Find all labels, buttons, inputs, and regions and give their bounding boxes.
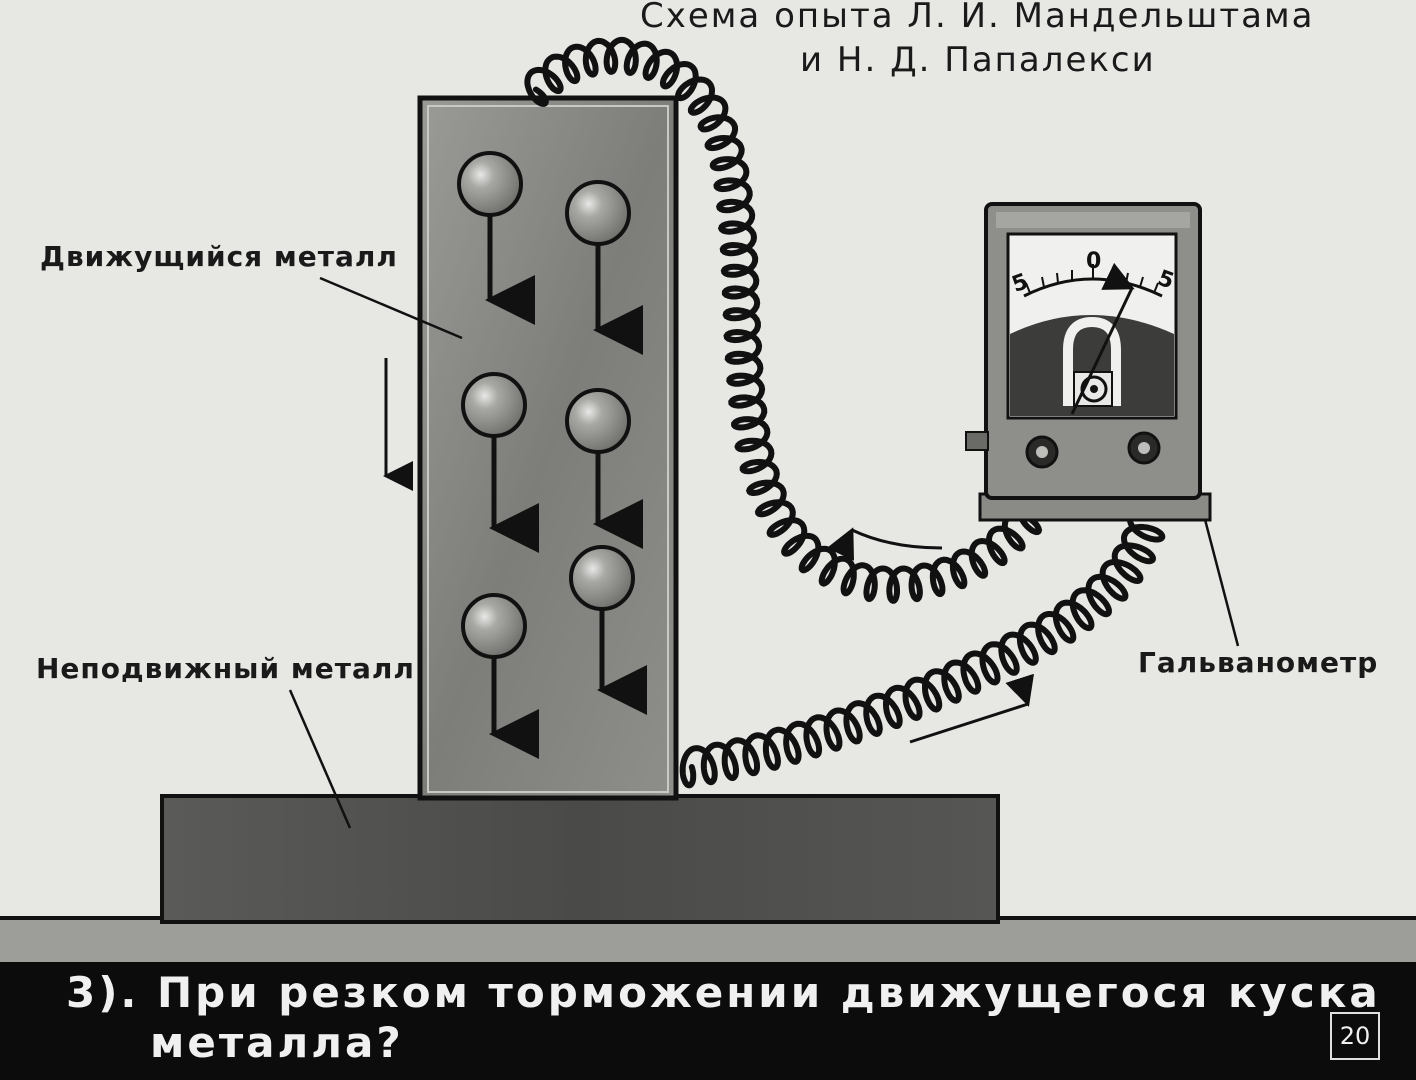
label-galvanometer: Гальванометр bbox=[1138, 646, 1379, 679]
electron-1 bbox=[457, 151, 535, 325]
electron-2 bbox=[565, 180, 643, 355]
caption-line1: 3). При резком торможении движущегося ку… bbox=[66, 968, 1381, 1017]
galvanometer-scale bbox=[1023, 277, 1163, 298]
diagram-title-line2: и Н. Д. Папалекси bbox=[800, 40, 1156, 80]
caption-line2: металла? bbox=[150, 1018, 404, 1067]
electron-6 bbox=[461, 593, 539, 759]
table-surface bbox=[0, 918, 1416, 964]
current-arrow-lower bbox=[909, 673, 1035, 744]
galvanometer-needle bbox=[1070, 262, 1135, 415]
electron-5 bbox=[569, 545, 647, 715]
diagram-title-line1: Схема опыта Л. И. Мандельштама bbox=[640, 0, 1315, 36]
coiled-wire-upper bbox=[524, 36, 1058, 604]
fixed-metal-leader bbox=[288, 689, 352, 829]
fixed-metal-block bbox=[160, 794, 1000, 924]
page-number: 20 bbox=[1330, 1012, 1380, 1060]
coiled-wire-lower bbox=[679, 461, 1173, 789]
label-moving-metal: Движущийся металл bbox=[40, 240, 398, 273]
caption-bar bbox=[0, 962, 1416, 1080]
electron-3 bbox=[461, 372, 539, 553]
galvanometer: 5 0 5 bbox=[965, 202, 1212, 522]
moving-metal-leader bbox=[319, 276, 463, 340]
label-fixed-metal: Неподвижный металл bbox=[36, 652, 415, 685]
scale-zero-value: 0 bbox=[1086, 249, 1101, 274]
electron-4 bbox=[565, 388, 643, 549]
current-arrow-upper bbox=[826, 527, 943, 561]
moving-metal-plate bbox=[417, 95, 679, 801]
